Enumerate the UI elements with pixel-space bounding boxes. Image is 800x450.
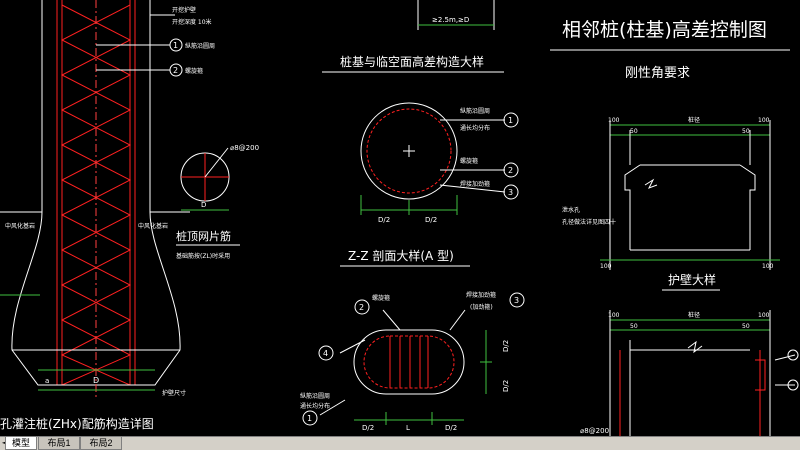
- label-a: a: [45, 377, 49, 385]
- layout-tab-bar: ◄ ► 模型 布局1 布局2: [0, 436, 800, 450]
- circle-marker-1w: [787, 349, 799, 361]
- label-main-bars-c: 纵筋沿圆周: [460, 107, 490, 115]
- label-D2-o4: D/2: [502, 380, 510, 392]
- circle-marker-3o: 3: [509, 292, 525, 308]
- wall-detail: [609, 310, 796, 436]
- label-main-bars2-c: 通长均分布: [460, 124, 490, 132]
- circle-marker-3c: 3: [503, 184, 519, 200]
- label-stiff-c: 焊接加劲箍: [460, 180, 490, 188]
- label-hoop-left: 螺旋箍: [185, 67, 203, 75]
- pile-cross-section: [360, 102, 506, 215]
- label-D-elev: D: [93, 376, 99, 385]
- title-grid: 桩顶网片筋: [176, 229, 231, 243]
- label-50-c: 50: [630, 323, 638, 330]
- circle-marker-2o: 2: [354, 299, 370, 315]
- label-100-a: 100: [608, 117, 620, 124]
- svg-text:3: 3: [514, 296, 519, 305]
- label-D-grid: D: [201, 201, 206, 209]
- svg-text:2: 2: [359, 303, 364, 312]
- circle-marker-1c: 1: [503, 112, 519, 128]
- title-main: 相邻桩(柱基)高差控制图: [562, 19, 767, 41]
- label-drain: 泄水孔: [562, 206, 580, 214]
- pile-elevation: [0, 0, 190, 400]
- label-jizhuang-b: 桩径: [688, 311, 700, 319]
- label-100-c: 100: [600, 263, 612, 270]
- circle-marker-1o: 1: [302, 410, 318, 426]
- label-hoop-c: 螺旋箍: [460, 157, 478, 165]
- circle-marker-2c: 2: [503, 162, 519, 178]
- label-D2-o2: D/2: [445, 424, 457, 432]
- label-diam-bottom: ⌀8@200: [580, 427, 609, 435]
- title-wall: 护壁大样: [668, 272, 716, 287]
- label-diam-top: ⌀8@200: [230, 144, 259, 152]
- oblong-section: [319, 309, 492, 425]
- label-50-d: 50: [742, 323, 750, 330]
- label-main-bars-left: 纵筋沿圆周: [185, 42, 215, 50]
- title-section-zz: Z-Z 剖面大样(A 型): [348, 248, 454, 263]
- note-grid: 基础筋按(ZL)时采用: [176, 252, 230, 260]
- label-main-bars-o: 纵筋沿圆周: [300, 392, 330, 400]
- label-protect: 护壁尺寸: [162, 389, 186, 397]
- label-hoop-o: 螺旋箍: [372, 294, 390, 302]
- label-jizhuang-a: 桩径: [688, 116, 700, 124]
- tab-model[interactable]: 模型: [5, 437, 37, 450]
- label-D2-b: D/2: [425, 216, 437, 224]
- label-100-d: 100: [762, 263, 774, 270]
- svg-text:1: 1: [173, 41, 178, 50]
- label-50-a: 50: [630, 128, 638, 135]
- label-100-b: 100: [758, 117, 770, 124]
- label-D2-o3: D/2: [502, 340, 510, 352]
- label-50-b: 50: [742, 128, 750, 135]
- label-top-note1: 开挖护壁: [172, 6, 196, 14]
- label-drain2: 孔径做法详见图四十: [562, 218, 616, 226]
- label-top-note2: 开挖深度 10米: [172, 18, 212, 26]
- label-D2-a: D/2: [378, 216, 390, 224]
- label-mid-right: 中风化基岩: [138, 222, 168, 230]
- label-stiff-o: 焊接加劲箍: [466, 291, 496, 299]
- label-mid-left: 中风化基岩: [5, 222, 35, 230]
- subtitle-rigid: 刚性角要求: [625, 66, 690, 81]
- circle-marker-2: 2: [169, 63, 183, 77]
- title-bottom-left: 孔灌注桩(ZHx)配筋构造详图: [0, 416, 154, 431]
- top-center-dim: [417, 0, 495, 30]
- svg-text:2: 2: [508, 166, 513, 175]
- cad-drawing-canvas[interactable]: 开挖护壁 开挖深度 10米 1 纵筋沿圆周 2 螺旋箍 中风化基岩 中风化基岩 …: [0, 0, 800, 436]
- label-main-bars2-o: 通长均分布: [300, 402, 330, 410]
- rigid-angle-detail: [600, 120, 780, 270]
- svg-text:1: 1: [307, 414, 312, 423]
- title-pile-top: 桩基与临空面高差构造大样: [340, 54, 484, 69]
- circle-marker-2w: [787, 379, 799, 391]
- tab-layout2[interactable]: 布局2: [80, 437, 122, 450]
- pile-top-grid: [180, 147, 230, 211]
- tab-layout1[interactable]: 布局1: [38, 437, 80, 450]
- label-L-o: L: [406, 424, 410, 432]
- circle-marker-4o: 4: [318, 345, 334, 361]
- circle-marker-1: 1: [169, 38, 183, 52]
- label-stiff2-o: (加劲箍): [470, 303, 493, 311]
- svg-text:1: 1: [508, 116, 513, 125]
- label-D2-o1: D/2: [362, 424, 374, 432]
- label-dist: ≥2.5m,≥D: [432, 16, 469, 24]
- svg-text:3: 3: [508, 188, 513, 197]
- svg-text:2: 2: [173, 66, 178, 75]
- svg-text:4: 4: [323, 349, 328, 358]
- label-100-e: 100: [608, 312, 620, 319]
- label-100-f: 100: [758, 312, 770, 319]
